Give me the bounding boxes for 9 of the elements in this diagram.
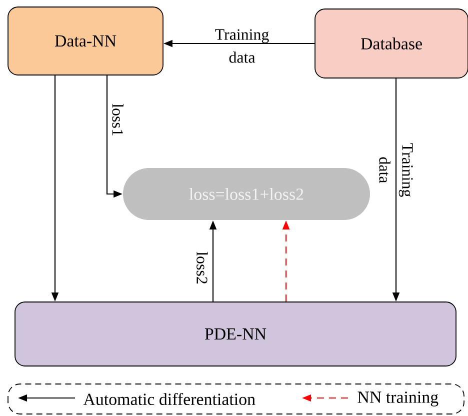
edge-label: Training data — [379, 143, 413, 197]
process-box: PDE-NN — [14, 302, 456, 366]
edge-label: loss2 — [196, 252, 208, 284]
legend-text: Automatic differentiation — [83, 392, 256, 406]
process-box: Database — [314, 8, 468, 78]
edge-label: loss1 — [112, 104, 124, 136]
process-box: Data-NN — [8, 6, 164, 76]
edge-label: Training data — [215, 29, 269, 63]
legend-text: NN training — [358, 392, 438, 406]
